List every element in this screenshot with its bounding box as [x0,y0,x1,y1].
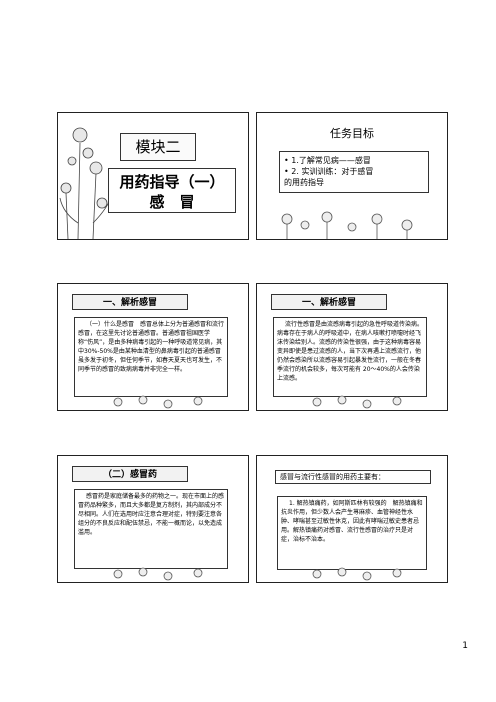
slide-6: 感冒与流行性感冒的用药主要有： 1. 解热镇痛药，如阿斯匹林有较强的 解热镇痛和… [256,455,448,583]
goal-list: • 1.了解常见病——感冒 • 2. 实训训练：对于感冒 的用药指导 [279,151,429,193]
slide-5: （二）感冒药 感冒药是家庭储备最多的药物之一。现在市面上的感冒药品种繁多，而且大… [57,455,249,583]
flower-decoration [113,567,203,581]
section-heading: 感冒与流行性感冒的用药主要有： [275,470,431,484]
content-box: 感冒药是家庭储备最多的药物之一。现在市面上的感冒药品种繁多，而且大多都是复方制剂… [74,489,228,569]
flower-decoration [312,395,402,409]
slide-1: 模块二 用药指导（一） 感 冒 [57,112,249,240]
slide-2: 任务目标 • 1.了解常见病——感冒 • 2. 实训训练：对于感冒 的用药指导 [256,112,448,240]
goal-item: 的用药指导 [284,178,324,187]
slide-4: 一、解析感冒 流行性感冒是由流感病毒引起的急性呼吸道传染病。病毒存在于病人的呼吸… [256,283,448,411]
section-heading: 一、解析感冒 [271,294,387,310]
content-text: 1. 解热镇痛药，如阿斯匹林有较强的 解热镇痛和抗炎作用，但少数人会产生荨麻疹、… [281,500,423,543]
content-text: 感冒药是家庭储备最多的药物之一。现在市面上的感冒药品种繁多，而且大多都是复方制剂… [78,493,225,536]
module-label: 模块二 [120,133,196,161]
slide-3: 一、解析感冒 （一）什么是感冒 感冒总体上分为普通感冒和流行感冒，在这里先讨论普… [57,283,249,411]
content-box: 流行性感冒是由流感病毒引起的急性呼吸道传染病。病毒存在于病人的呼吸道中，在病人咳… [273,317,427,397]
slide-title: 用药指导（一） 感 冒 [108,168,236,213]
content-text: 流行性感冒是由流感病毒引起的急性呼吸道传染病。病毒存在于病人的呼吸道中，在病人咳… [277,321,424,382]
goal-item: • 2. 实训训练：对于感冒 [284,167,374,176]
content-box: （一）什么是感冒 感冒总体上分为普通感冒和流行感冒，在这里先讨论普通感冒。普通感… [74,317,228,397]
section-heading: （二）感冒药 [72,466,188,482]
section-heading: 一、解析感冒 [72,294,188,310]
title-line-2: 感 冒 [149,193,195,211]
content-box: 1. 解热镇痛药，如阿斯匹林有较强的 解热镇痛和抗炎作用，但少数人会产生荨麻疹、… [277,496,427,570]
page-number: 1 [462,641,468,651]
content-text: （一）什么是感冒 感冒总体上分为普通感冒和流行感冒，在这里先讨论普通感冒。普通感… [78,321,225,373]
task-goal-heading: 任务目标 [330,127,374,140]
goal-item: • 1.了解常见病——感冒 [284,156,371,165]
title-line-1: 用药指导（一） [119,173,225,191]
flower-decoration [281,211,413,239]
flower-decoration [113,395,203,409]
flower-decoration [312,567,402,581]
